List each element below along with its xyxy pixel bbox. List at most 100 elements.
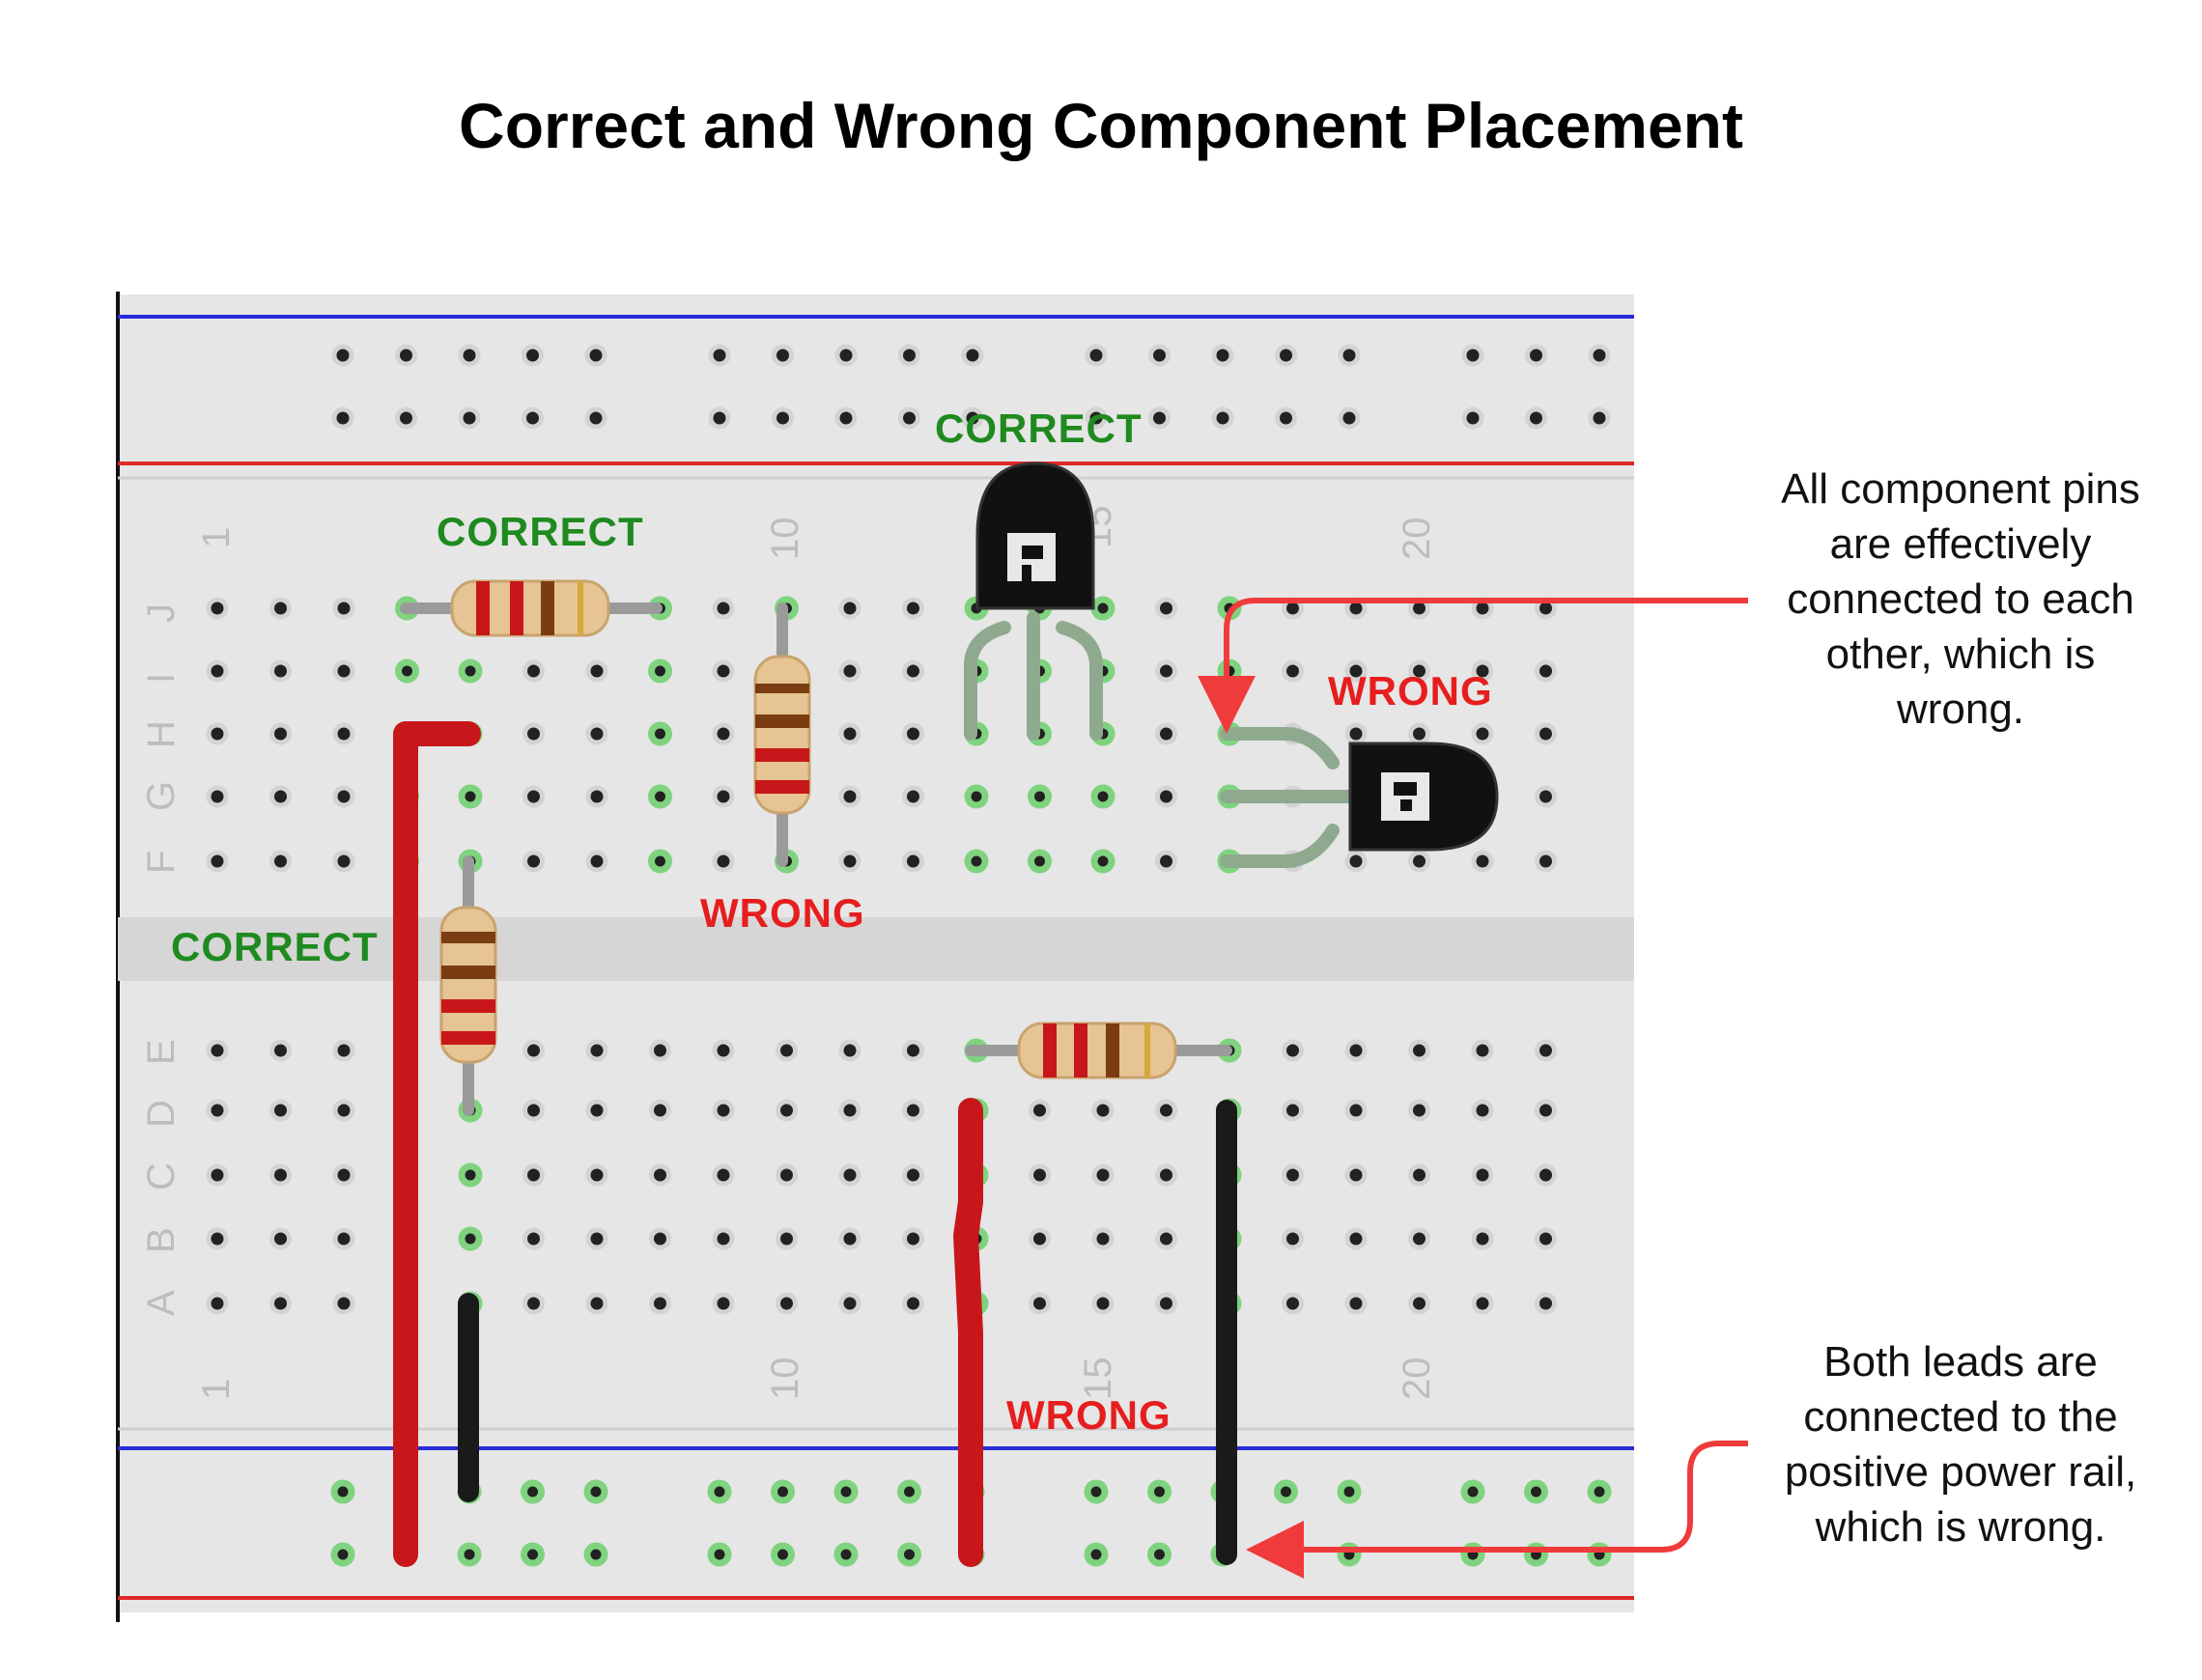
breadboard-hole (898, 344, 920, 367)
transistor-icon (964, 462, 1103, 741)
breadboard-hole (649, 1292, 671, 1315)
row-letter-h: H (140, 720, 183, 748)
breadboard-hole (902, 1292, 924, 1315)
breadboard-hole (1211, 406, 1234, 430)
breadboard-hole (648, 721, 672, 746)
breadboard-hole (1461, 406, 1484, 430)
label-correct-transistor: CORRECT (935, 406, 1143, 451)
breadboard-hole (1535, 1039, 1557, 1062)
breadboard-hole (1091, 1099, 1115, 1122)
breadboard-hole (269, 659, 292, 683)
breadboard-hole (1471, 1292, 1494, 1315)
row-letters: J I H G F E D C B A (140, 603, 183, 1316)
breadboard-hole (1029, 1227, 1051, 1250)
breadboard-hole (269, 1163, 292, 1187)
breadboard-hole (1471, 1039, 1494, 1062)
breadboard-hole (649, 1163, 671, 1187)
breadboard-hole (332, 659, 355, 683)
breadboard-hole (649, 1227, 671, 1250)
breadboard-hole (1344, 659, 1368, 683)
breadboard-hole (712, 1292, 735, 1315)
breadboard-hole (964, 849, 989, 874)
breadboard-hole (1338, 344, 1361, 367)
breadboard-hole (776, 1163, 798, 1187)
arrow-icon (1246, 1441, 1748, 1579)
breadboard-hole (206, 1099, 229, 1122)
breadboard-hole (585, 785, 608, 808)
breadboard-hole (1148, 406, 1171, 430)
row-letter-b: B (140, 1227, 183, 1253)
breadboard-hole (395, 658, 419, 684)
breadboard-hole (1090, 849, 1115, 874)
breadboard-hole (585, 1227, 608, 1250)
breadboard-hole (331, 344, 354, 367)
arrow-icon (1198, 598, 1748, 734)
breadboard-hole (206, 597, 229, 620)
breadboard-hole (1148, 344, 1171, 367)
column-number-10-bottom: 10 (764, 1358, 806, 1401)
breadboard-hole (1535, 1292, 1557, 1315)
breadboard-hole (1338, 406, 1361, 430)
breadboard-hole (458, 406, 481, 430)
breadboard-hole (712, 722, 735, 745)
breadboard-hole (902, 659, 924, 683)
breadboard-hole (648, 658, 672, 684)
breadboard-hole (834, 344, 858, 367)
breadboard-hole (1028, 784, 1052, 809)
label-correct-vertical: CORRECT (171, 924, 379, 969)
breadboard-hole (838, 1292, 861, 1315)
breadboard-body (116, 292, 1634, 1622)
breadboard-hole (1085, 344, 1108, 367)
column-number-10-top: 10 (764, 518, 806, 561)
breadboard-hole (331, 406, 354, 430)
breadboard-hole (1028, 849, 1052, 874)
breadboard-hole (332, 722, 355, 745)
breadboard-hole (1535, 850, 1557, 873)
breadboard-hole (1090, 784, 1115, 809)
breadboard-hole (1155, 722, 1177, 745)
breadboard-hole (332, 1039, 355, 1062)
breadboard-hole (522, 1227, 545, 1250)
breadboard-hole (1535, 722, 1557, 745)
breadboard-hole (776, 1039, 798, 1062)
resistor-icon (753, 602, 811, 867)
column-number-1-top: 1 (195, 527, 238, 548)
breadboard-hole (395, 406, 417, 430)
breadboard-hole (961, 344, 984, 367)
breadboard-hole (1471, 659, 1494, 683)
breadboard-hole (1275, 406, 1297, 430)
breadboard-hole (771, 1479, 795, 1504)
breadboard-hole (583, 1479, 608, 1504)
breadboard-hole (1282, 1227, 1304, 1250)
breadboard-hole (206, 659, 229, 683)
breadboard-hole (269, 1292, 292, 1315)
breadboard-hole (522, 1292, 545, 1315)
breadboard-hole (708, 406, 731, 430)
breadboard-hole (1460, 1479, 1485, 1504)
breadboard-hole (269, 1039, 292, 1062)
breadboard-hole (458, 344, 481, 367)
label-wrong-resistor: WRONG (700, 890, 865, 936)
breadboard-hole (269, 1227, 292, 1250)
breadboard-hole (458, 784, 483, 809)
breadboard-hole (1155, 1163, 1177, 1187)
transistor-icon (1220, 727, 1499, 868)
breadboard-hole (1155, 850, 1177, 873)
red-wire-correct (393, 721, 481, 1567)
resistor-icon (965, 1022, 1232, 1079)
label-wrong-transistor: WRONG (1328, 668, 1493, 714)
breadboard-hole (330, 1542, 355, 1567)
breadboard-hole (522, 406, 544, 430)
breadboard-hole (1408, 1292, 1430, 1315)
row-letter-i: I (140, 673, 183, 684)
breadboard-hole (1408, 1039, 1430, 1062)
breadboard-hole (902, 597, 924, 620)
breadboard-hole (902, 1163, 924, 1187)
row-letter-f: F (140, 851, 183, 874)
breadboard-hole (898, 406, 920, 430)
label-wrong-wires: WRONG (1006, 1392, 1172, 1438)
breadboard-hole (1471, 1227, 1494, 1250)
breadboard-hole (838, 659, 861, 683)
breadboard-hole (902, 1227, 924, 1250)
breadboard-hole (712, 785, 735, 808)
